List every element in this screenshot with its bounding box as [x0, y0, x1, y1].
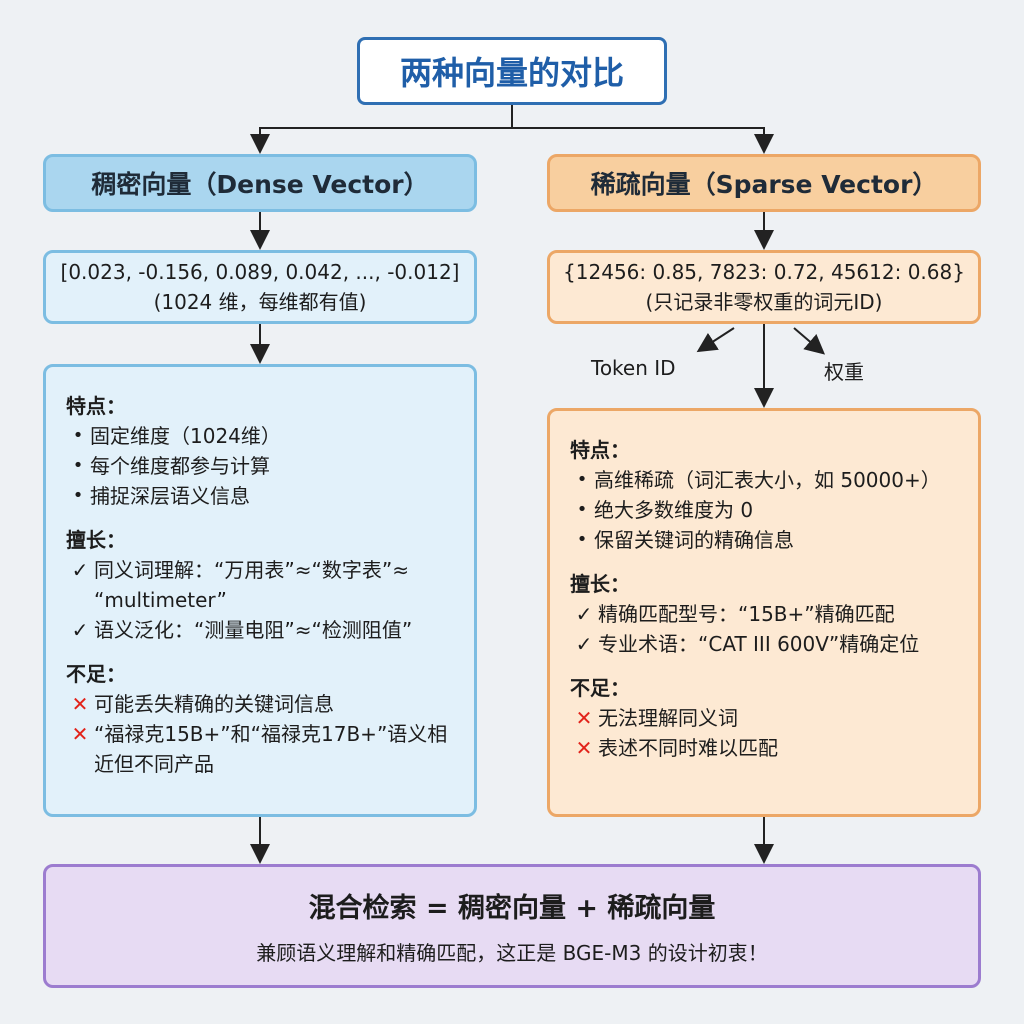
- dense-feature-2: 每个维度都参与计算: [90, 454, 270, 478]
- cross-icon: ✕: [575, 706, 593, 730]
- cross-icon: ✕: [71, 722, 89, 746]
- list-item: ✓精确匹配型号：“15B+”精确匹配: [570, 599, 968, 629]
- dense-strengths-title: 擅长：: [66, 528, 126, 552]
- sparse-features-title: 特点：: [570, 438, 630, 462]
- dense-weaknesses-title: 不足：: [66, 662, 126, 686]
- list-item: ✓专业术语：“CAT III 600V”精确定位: [570, 629, 968, 659]
- bullet-icon: •: [576, 469, 588, 490]
- dense-features-title: 特点：: [66, 394, 126, 418]
- list-item: ✕可能丢失精确的关键词信息: [66, 689, 464, 719]
- dense-vector-note: (1024 维，每维都有值): [153, 290, 367, 314]
- dense-vector-values: [0.023, -0.156, 0.089, 0.042, ..., -0.01…: [60, 260, 460, 284]
- bullet-icon: •: [576, 529, 588, 550]
- bullet-icon: •: [72, 425, 84, 446]
- dense-feature-1: 固定维度（1024维）: [90, 424, 281, 448]
- sparse-strengths-title: 擅长：: [570, 572, 630, 596]
- cross-icon: ✕: [575, 736, 593, 760]
- sparse-details-panel: 特点： • 高维稀疏（词汇表大小，如 50000+） • 绝大多数维度为 0 • 保留…: [547, 408, 981, 817]
- sparse-weaknesses-title: 不足：: [570, 676, 630, 700]
- dense-weakness-2: “福禄克15B+”和“福禄克17B+”语义相近但不同产品: [94, 722, 448, 776]
- list-item: ✓语义泛化：“测量电阻”≈“检测阻值”: [66, 615, 464, 645]
- sparse-weakness-2: 表述不同时难以匹配: [598, 736, 778, 760]
- check-icon: ✓: [575, 632, 593, 656]
- check-icon: ✓: [575, 602, 593, 626]
- list-item: • 捕捉深层语义信息: [66, 481, 464, 511]
- list-item: ✕无法理解同义词: [570, 703, 968, 733]
- dense-vector-heading: 稠密向量（Dense Vector）: [43, 154, 477, 212]
- list-item: ✕“福禄克15B+”和“福禄克17B+”语义相近但不同产品: [66, 719, 464, 779]
- sparse-vector-heading: 稀疏向量（Sparse Vector）: [547, 154, 981, 212]
- sparse-strength-2: 专业术语：“CAT III 600V”精确定位: [598, 632, 920, 656]
- sparse-vector-values: {12456: 0.85, 7823: 0.72, 45612: 0.68}: [563, 260, 965, 284]
- dense-weaknesses-section: 不足： ✕可能丢失精确的关键词信息 ✕“福禄克15B+”和“福禄克17B+”语义…: [66, 659, 464, 779]
- diagram-title: 两种向量的对比: [357, 37, 667, 105]
- hybrid-search-subtitle: 兼顾语义理解和精确匹配，这正是 BGE-M3 的设计初衷！: [256, 941, 768, 965]
- bullet-icon: •: [72, 485, 84, 506]
- hybrid-search-panel: 混合检索 = 稠密向量 + 稀疏向量 兼顾语义理解和精确匹配，这正是 BGE-M…: [43, 864, 981, 988]
- sparse-weaknesses-section: 不足： ✕无法理解同义词 ✕表述不同时难以匹配: [570, 673, 968, 763]
- sparse-feature-2: 绝大多数维度为 0: [594, 498, 754, 522]
- list-item: • 高维稀疏（词汇表大小，如 50000+）: [570, 465, 968, 495]
- title-to-dense-arrow: [250, 127, 512, 154]
- token-id-label: Token ID: [591, 356, 676, 380]
- sparse-strengths-section: 擅长： ✓精确匹配型号：“15B+”精确匹配 ✓专业术语：“CAT III 60…: [570, 569, 968, 659]
- dense-features-section: 特点： • 固定维度（1024维） • 每个维度都参与计算 • 捕捉深层语义信息: [66, 391, 464, 511]
- sparse-weakness-1: 无法理解同义词: [598, 706, 738, 730]
- list-item: • 固定维度（1024维）: [66, 421, 464, 451]
- check-icon: ✓: [71, 558, 89, 582]
- dense-details-panel: 特点： • 固定维度（1024维） • 每个维度都参与计算 • 捕捉深层语义信息 擅长…: [43, 364, 477, 817]
- sparse-features-section: 特点： • 高维稀疏（词汇表大小，如 50000+） • 绝大多数维度为 0 • 保留…: [570, 435, 968, 555]
- dense-feature-3: 捕捉深层语义信息: [90, 484, 250, 508]
- title-to-sparse-arrow: [512, 127, 774, 154]
- sparse-strength-1: 精确匹配型号：“15B+”精确匹配: [598, 602, 895, 626]
- list-item: • 每个维度都参与计算: [66, 451, 464, 481]
- bullet-icon: •: [72, 455, 84, 476]
- dense-strengths-section: 擅长： ✓同义词理解：“万用表”≈“数字表”≈ “multimeter” ✓语义…: [66, 525, 464, 645]
- list-item: • 绝大多数维度为 0: [570, 495, 968, 525]
- sparse-vector-example: {12456: 0.85, 7823: 0.72, 45612: 0.68} (…: [547, 250, 981, 324]
- check-icon: ✓: [71, 618, 89, 642]
- sparse-vector-note: (只记录非零权重的词元ID): [645, 290, 883, 314]
- dense-weakness-1: 可能丢失精确的关键词信息: [94, 692, 334, 716]
- bullet-icon: •: [576, 499, 588, 520]
- weight-label: 权重: [824, 360, 864, 384]
- dense-strength-2: 语义泛化：“测量电阻”≈“检测阻值”: [94, 618, 413, 642]
- dense-strength-1: 同义词理解：“万用表”≈“数字表”≈ “multimeter”: [94, 558, 409, 612]
- sparse-weight-arrow: [793, 327, 826, 355]
- sparse-token-id-arrow: [696, 327, 735, 353]
- hybrid-search-title: 混合检索 = 稠密向量 + 稀疏向量: [308, 893, 716, 924]
- cross-icon: ✕: [71, 692, 89, 716]
- dense-vector-example: [0.023, -0.156, 0.089, 0.042, ..., -0.01…: [43, 250, 477, 324]
- sparse-feature-1: 高维稀疏（词汇表大小，如 50000+）: [594, 468, 941, 492]
- list-item: • 保留关键词的精确信息: [570, 525, 968, 555]
- list-item: ✕表述不同时难以匹配: [570, 733, 968, 763]
- sparse-feature-3: 保留关键词的精确信息: [594, 528, 794, 552]
- list-item: ✓同义词理解：“万用表”≈“数字表”≈ “multimeter”: [66, 555, 464, 615]
